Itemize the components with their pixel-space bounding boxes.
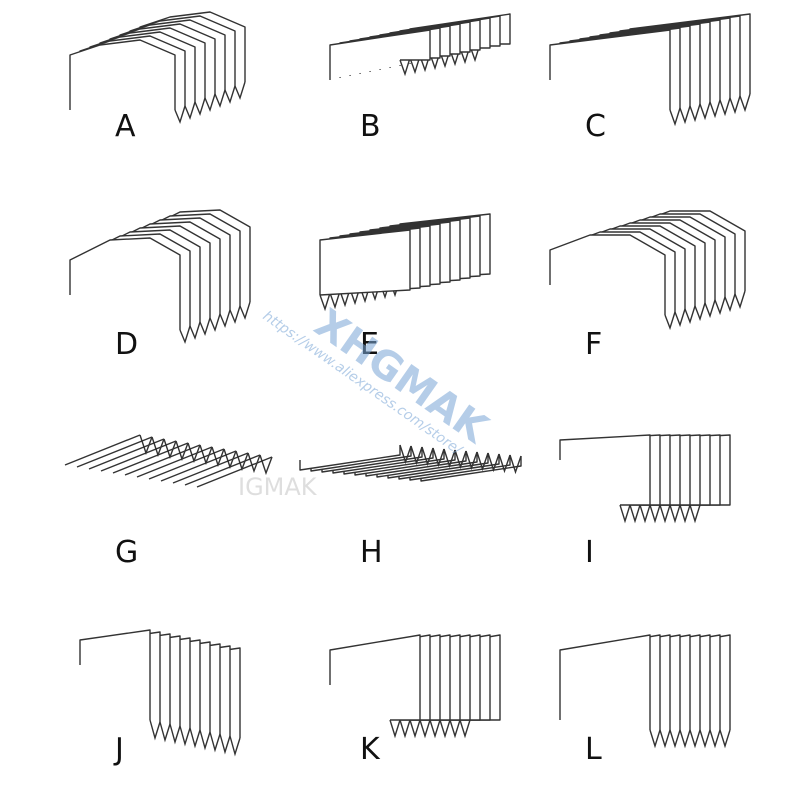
figure-label: D: [115, 327, 139, 362]
figure-k: K: [280, 605, 540, 805]
figure-label: A: [115, 109, 136, 144]
figure-a: A: [30, 0, 290, 200]
bellows-illustration-g: [64, 434, 273, 488]
bellows-illustration-l: [559, 634, 731, 749]
figure-label: G: [115, 535, 139, 570]
bellows-illustration-b: [329, 13, 511, 80]
figure-label: J: [115, 732, 124, 767]
bellows-illustration-f: [549, 210, 746, 331]
bellows-illustration-a: [69, 11, 246, 125]
bellows-illustration-i: [559, 434, 731, 524]
figure-b: B: [280, 0, 540, 200]
figure-label: K: [360, 732, 380, 767]
figure-label: B: [360, 109, 381, 144]
figure-d: D: [30, 200, 290, 400]
bellows-illustration-d: [69, 209, 251, 345]
bellows-illustration-h: [299, 444, 522, 482]
figure-label: E: [360, 327, 379, 362]
figure-h: H: [280, 405, 540, 605]
figure-f: F: [520, 200, 780, 400]
figure-e: E: [280, 200, 540, 400]
bellows-illustration-e: [319, 213, 491, 312]
figure-c: C: [520, 0, 780, 200]
bellows-illustration-k: [329, 634, 501, 739]
figure-label: C: [585, 109, 606, 144]
figure-l: L: [520, 605, 780, 805]
figure-j: J: [30, 605, 290, 805]
figure-i: I: [520, 405, 780, 605]
bellows-illustration-j: [79, 629, 241, 757]
figure-label: H: [360, 535, 383, 570]
bellows-illustration-c: [549, 13, 751, 127]
figure-label: I: [585, 535, 594, 570]
figure-g: G: [30, 405, 290, 605]
figure-label: F: [585, 327, 603, 362]
figure-label: L: [585, 732, 602, 767]
